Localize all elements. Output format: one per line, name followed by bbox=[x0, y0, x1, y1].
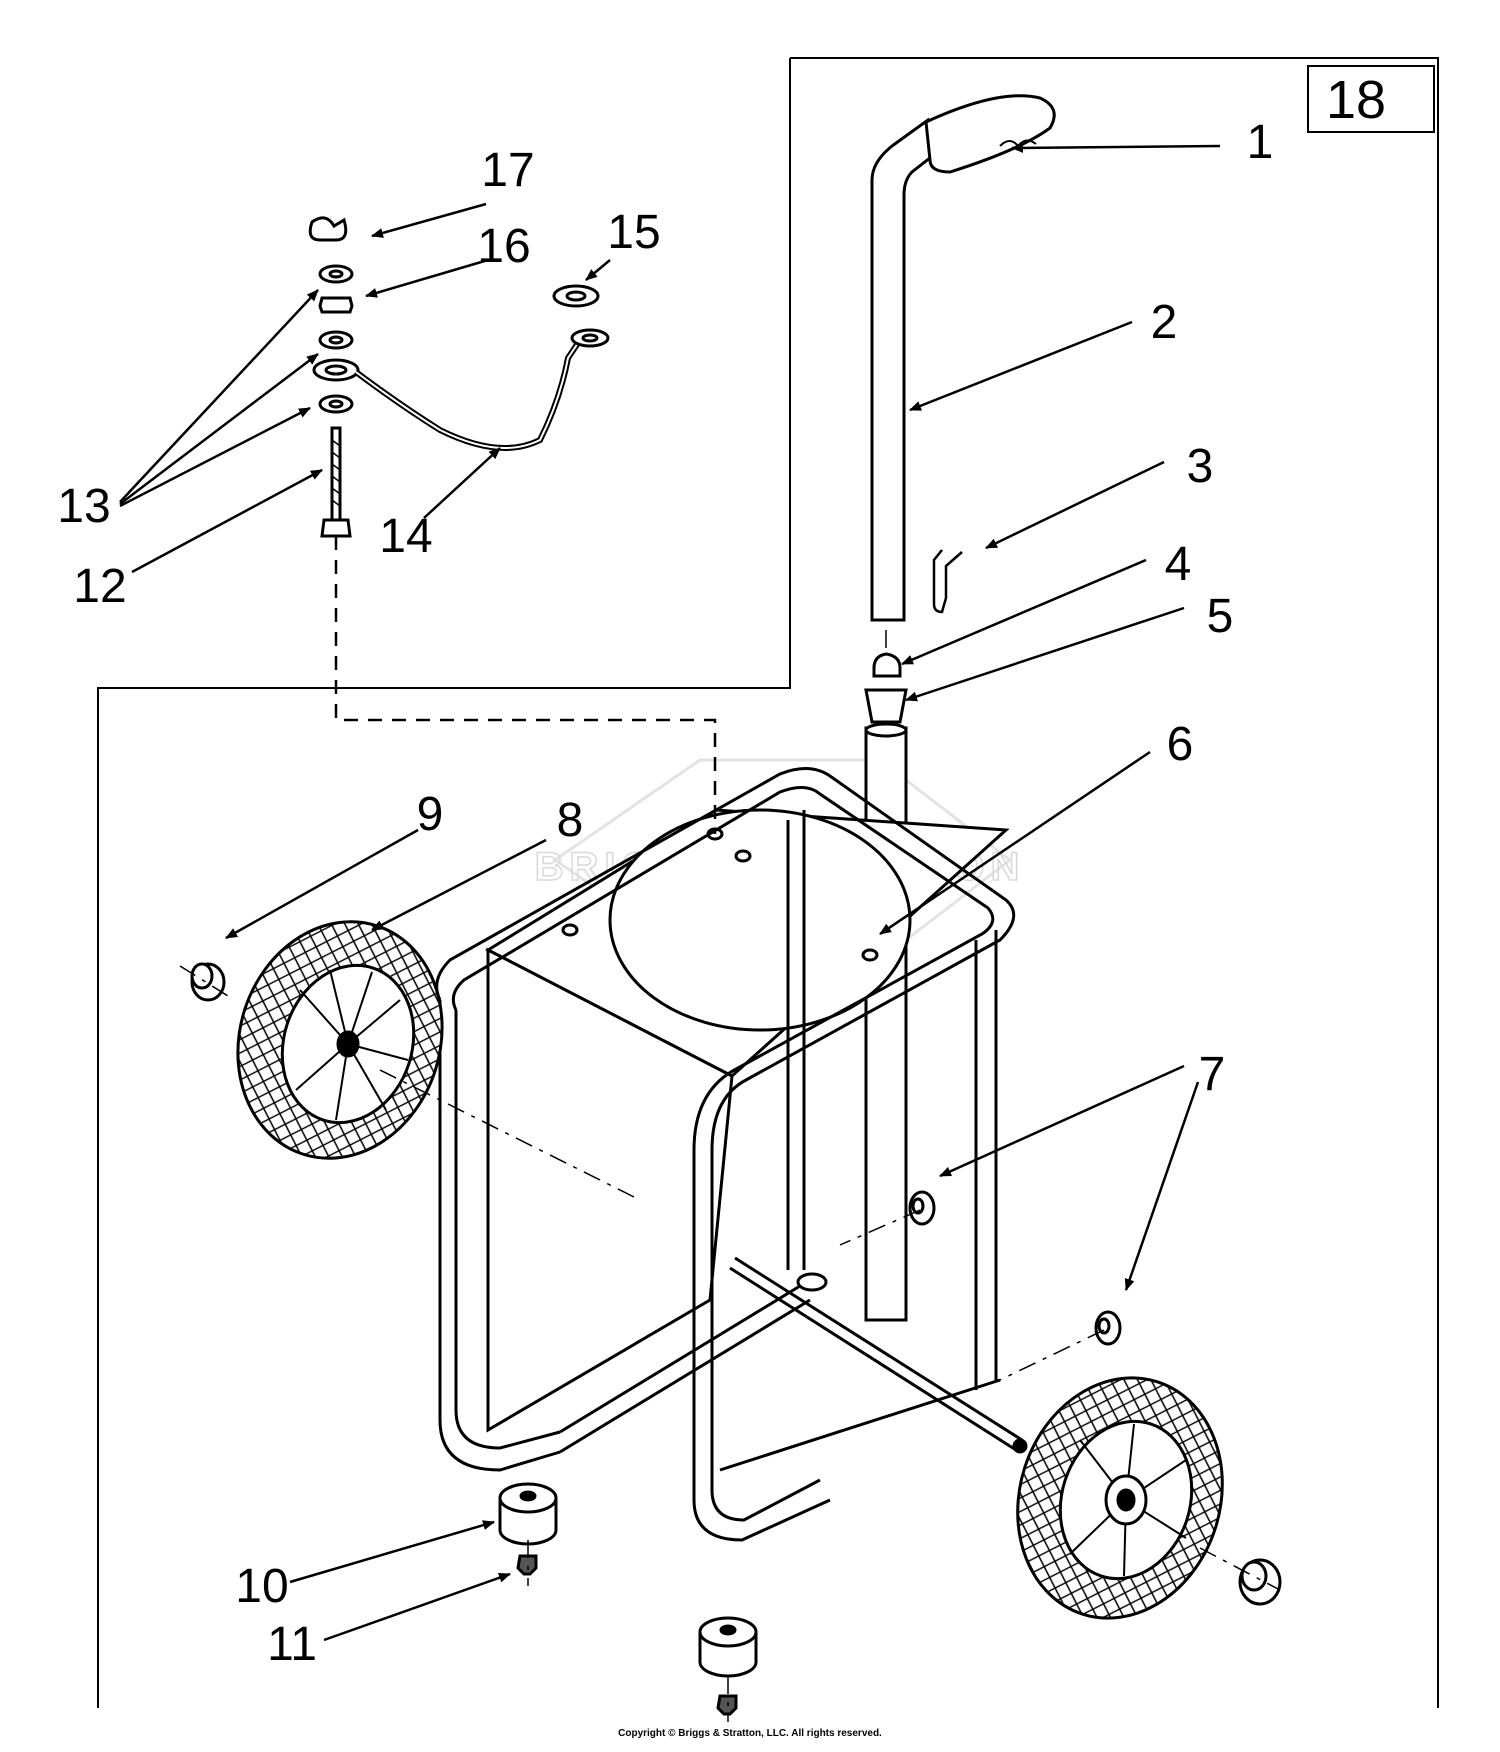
left-hubcap bbox=[190, 962, 226, 1002]
hairpin-clip bbox=[932, 549, 963, 614]
callout-1: 1 bbox=[1247, 116, 1274, 169]
alignment-lines bbox=[334, 536, 717, 834]
handle-tube bbox=[870, 117, 942, 622]
axis-lines bbox=[179, 630, 1281, 1722]
callout-5: 5 bbox=[1207, 590, 1234, 643]
cone-bushing bbox=[864, 688, 908, 724]
callout-2: 2 bbox=[1151, 296, 1178, 349]
hardware-stack bbox=[308, 216, 610, 538]
callout-10: 10 bbox=[235, 1560, 288, 1613]
callout-17: 17 bbox=[481, 144, 534, 197]
right-wheel bbox=[1016, 1376, 1224, 1620]
figure-number: 18 bbox=[1326, 70, 1386, 130]
callout-13: 13 bbox=[57, 480, 110, 533]
callout-labels: 1 2 3 4 5 6 7 8 9 10 11 12 13 14 15 16 1… bbox=[57, 116, 1273, 1671]
knob bbox=[872, 652, 902, 678]
handle-assembly bbox=[864, 94, 1056, 1322]
cart-frame bbox=[435, 767, 1028, 1542]
callout-16: 16 bbox=[477, 220, 530, 273]
wing-nut bbox=[308, 216, 348, 242]
callout-8: 8 bbox=[557, 794, 584, 847]
handle-grip bbox=[924, 94, 1056, 174]
rubber-feet bbox=[498, 1482, 758, 1716]
callout-6: 6 bbox=[1167, 718, 1194, 771]
right-hubcap bbox=[1238, 1558, 1282, 1606]
callout-12: 12 bbox=[73, 560, 126, 613]
copyright-notice: Copyright © Briggs & Stratton, LLC. All … bbox=[618, 1728, 882, 1739]
diagram-border bbox=[97, 57, 1439, 1708]
callout-14: 14 bbox=[379, 510, 432, 563]
figure-number-box: 18 bbox=[1307, 65, 1435, 133]
callout-11: 11 bbox=[267, 1618, 317, 1671]
callout-15: 15 bbox=[607, 206, 660, 259]
callout-9: 9 bbox=[417, 788, 444, 841]
leader-arrows bbox=[119, 142, 1221, 1642]
axle-washers bbox=[908, 1190, 1122, 1346]
callout-3: 3 bbox=[1187, 440, 1214, 493]
callout-4: 4 bbox=[1165, 538, 1192, 591]
callout-7: 7 bbox=[1199, 1048, 1226, 1101]
left-wheel bbox=[236, 920, 444, 1160]
